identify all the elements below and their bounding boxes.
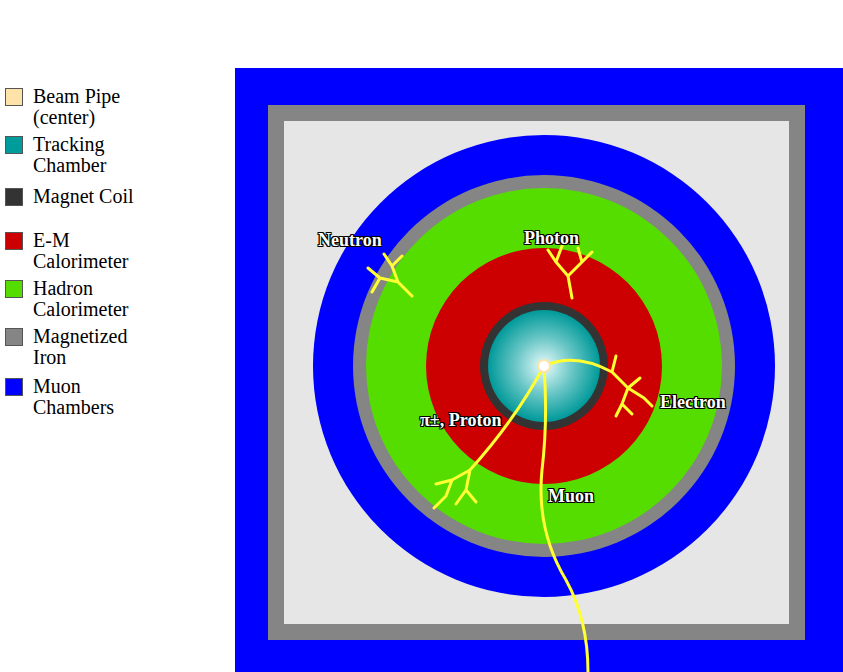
legend-item: Magnet Coil bbox=[5, 186, 145, 207]
magnetized-iron-ring bbox=[353, 175, 735, 557]
particle-tracks bbox=[368, 246, 652, 672]
beam-pipe bbox=[538, 360, 550, 372]
legend-text: Magnet Coil bbox=[33, 186, 145, 207]
particle-label: π±, Proton bbox=[420, 410, 501, 431]
legend-text: Beam Pipe (center) bbox=[33, 86, 145, 128]
legend-swatch bbox=[5, 328, 23, 346]
legend-swatch bbox=[5, 378, 23, 396]
legend-swatch bbox=[5, 188, 23, 206]
legend-text: E-M Calorimeter bbox=[33, 230, 145, 272]
legend-text: Hadron Calorimeter bbox=[33, 278, 145, 320]
legend-item: Muon Chambers bbox=[5, 376, 145, 418]
legend-item: Hadron Calorimeter bbox=[5, 278, 145, 320]
legend-item: Tracking Chamber bbox=[5, 134, 145, 176]
particle-label: Muon bbox=[548, 486, 594, 507]
legend-item: E-M Calorimeter bbox=[5, 230, 145, 272]
iron-frame bbox=[268, 105, 805, 640]
particle-label: Electron bbox=[660, 392, 726, 413]
legend-text: Muon Chambers bbox=[33, 376, 145, 418]
legend-swatch bbox=[5, 88, 23, 106]
legend-swatch bbox=[5, 136, 23, 154]
legend-item: Magnetized Iron bbox=[5, 326, 145, 368]
particle-label: Neutron bbox=[318, 230, 382, 251]
muon-chamber-panel bbox=[235, 68, 843, 672]
legend-swatch bbox=[5, 232, 23, 250]
legend-text: Magnetized Iron bbox=[33, 326, 145, 368]
frame-interior bbox=[284, 121, 789, 624]
legend-item: Beam Pipe (center) bbox=[5, 86, 145, 128]
particle-label: Photon bbox=[524, 228, 579, 249]
legend-swatch bbox=[5, 280, 23, 298]
legend-text: Tracking Chamber bbox=[33, 134, 145, 176]
tracking-chamber bbox=[488, 310, 600, 422]
hadron-calorimeter bbox=[366, 188, 722, 544]
